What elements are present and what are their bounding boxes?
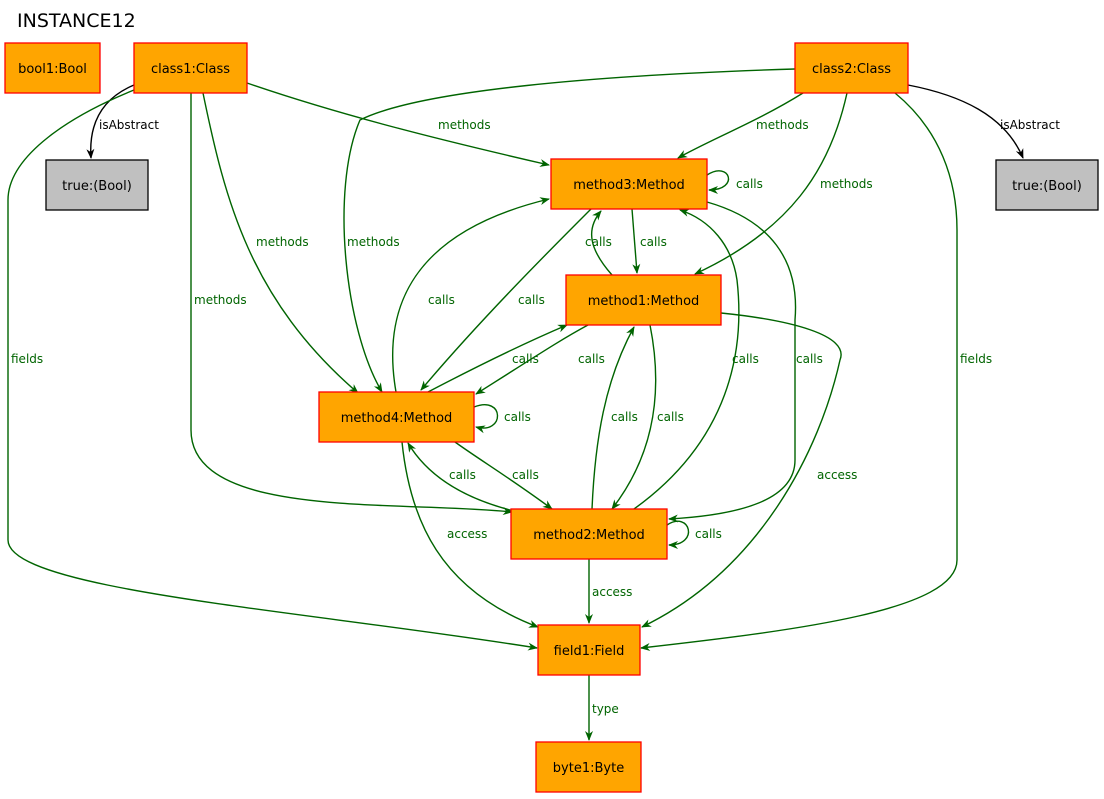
edge-label-calls: calls: [611, 410, 638, 424]
edge-label-calls: calls: [512, 468, 539, 482]
node-true1[interactable]: [45, 159, 149, 211]
node-bool1[interactable]: [4, 42, 101, 94]
edge-label-access: access: [592, 585, 632, 599]
edge-class1-method3: [246, 82, 550, 167]
edge-method4-method4: [473, 404, 499, 434]
edge-class1-true1: [86, 84, 135, 159]
edge-method1-method2: [611, 324, 657, 510]
node-label-byte1: byte1:Byte: [553, 761, 624, 776]
edge-label-calls: calls: [732, 352, 759, 366]
edge-label-calls: calls: [504, 410, 531, 424]
edge-class2-method3: [677, 92, 804, 159]
edge-method4-method3: [392, 197, 550, 393]
edge-class2-true2: [907, 84, 1024, 159]
node-label-method3: method3:Method: [573, 178, 685, 193]
edge-label-calls: calls: [657, 410, 684, 424]
edge-method1-method4: [475, 324, 589, 395]
edge-method2-method2: [666, 520, 690, 549]
node-label-bool1: bool1:Bool: [18, 62, 87, 77]
edge-method3-method2: [668, 201, 797, 523]
edge-class1-field1: [7, 89, 538, 651]
edge-label-calls: calls: [640, 235, 667, 249]
edge-label-methods: methods: [438, 118, 491, 132]
node-method4[interactable]: [318, 391, 475, 443]
edge-method4-field1: [401, 441, 539, 628]
node-label-method1: method1:Method: [588, 294, 700, 309]
node-label-true2: true:(Bool): [1012, 179, 1082, 194]
edge-label-fields: fields: [960, 352, 992, 366]
node-byte1[interactable]: [535, 741, 642, 793]
edge-label-calls: calls: [518, 293, 545, 307]
edge-method1-method3: [591, 210, 613, 276]
node-label-method4: method4:Method: [341, 411, 453, 426]
edge-label-calls: calls: [428, 293, 455, 307]
edge-class1-method4: [202, 92, 359, 394]
edge-label-isAbstract: isAbstract: [99, 118, 159, 132]
edge-label-methods: methods: [256, 235, 309, 249]
edge-method2-method3: [633, 209, 740, 510]
edge-label-calls: calls: [578, 352, 605, 366]
node-class1[interactable]: [133, 42, 248, 94]
node-label-true1: true:(Bool): [62, 179, 132, 194]
node-field1[interactable]: [537, 624, 641, 676]
node-true2[interactable]: [995, 159, 1099, 211]
edge-label-calls: calls: [736, 177, 763, 191]
edge-label-calls: calls: [695, 527, 722, 541]
diagram-title: INSTANCE12: [17, 10, 136, 32]
edge-label-fields: fields: [11, 352, 43, 366]
node-label-field1: field1:Field: [554, 644, 625, 659]
edge-method4-method2: [454, 441, 553, 510]
edge-label-methods: methods: [820, 177, 873, 191]
edge-label-calls: calls: [796, 352, 823, 366]
edge-label-methods: methods: [194, 293, 247, 307]
edge-class2-method1: [694, 92, 848, 275]
node-method2[interactable]: [510, 508, 668, 560]
node-method3[interactable]: [550, 158, 708, 210]
edge-method3-method4: [420, 208, 592, 391]
edge-method1-field1: [641, 312, 842, 628]
edge-label-methods: methods: [756, 118, 809, 132]
edge-label-methods: methods: [347, 235, 400, 249]
node-class2[interactable]: [794, 42, 909, 94]
node-label-method2: method2:Method: [533, 528, 645, 543]
node-label-class2: class2:Class: [812, 62, 891, 77]
edge-method3-method3: [706, 170, 730, 194]
edge-class2-method4: [343, 68, 796, 393]
edge-method4-method1: [427, 324, 568, 393]
edge-label-access: access: [817, 468, 857, 482]
edge-method2-method4: [407, 442, 515, 512]
edge-class1-method2: [190, 93, 513, 516]
edge-label-isAbstract: isAbstract: [1000, 118, 1060, 132]
edge-method2-method1: [591, 326, 635, 510]
edge-class2-field1: [640, 92, 958, 651]
node-method1[interactable]: [565, 274, 722, 326]
node-label-class1: class1:Class: [151, 62, 230, 77]
edge-label-calls: calls: [512, 352, 539, 366]
edge-label-access: access: [447, 527, 487, 541]
edge-method3-method1: [631, 208, 641, 274]
edge-label-calls: calls: [449, 468, 476, 482]
edge-label-calls: calls: [585, 235, 612, 249]
edge-label-type: type: [592, 702, 619, 716]
